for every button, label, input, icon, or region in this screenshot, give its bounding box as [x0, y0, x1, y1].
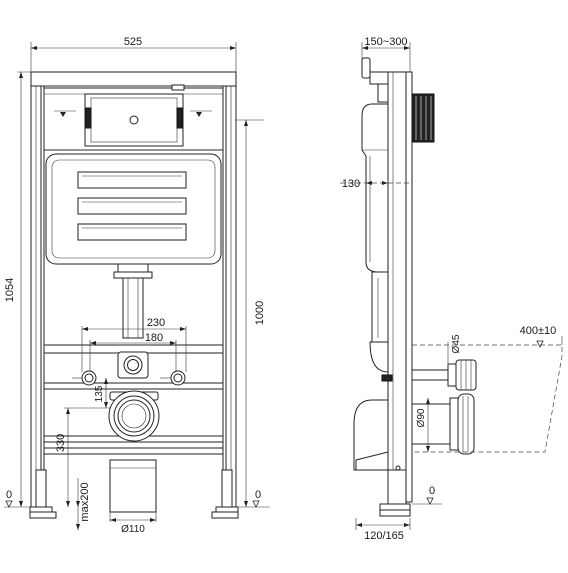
outlet-side-diameter-label: Ø90	[416, 408, 427, 427]
tank-depth-label: 130	[342, 178, 360, 190]
base-depth-dimension: 120/165	[355, 518, 411, 542]
mounting-bolts	[72, 370, 186, 386]
offset-label: 135	[94, 385, 105, 402]
outlet-connector	[108, 390, 160, 442]
adjustable-legs	[29, 469, 239, 519]
cistern-body	[45, 153, 222, 265]
flush-pipe	[113, 263, 153, 339]
front-view: 525 1054	[4, 36, 270, 535]
width-dimension: 525	[30, 36, 237, 72]
side-depth-label: 150~300	[364, 36, 407, 48]
outlet-height-dimension: 330	[55, 407, 110, 507]
side-flush-pipe	[369, 271, 389, 373]
water-inlet	[117, 351, 149, 379]
leg-adjust-label: max200	[79, 482, 91, 521]
toilet-outline: 400±10	[412, 325, 563, 453]
side-flush-actuator	[361, 57, 435, 143]
side-feet	[379, 465, 411, 517]
side-outlet	[353, 393, 475, 471]
inner-spacing-label: 180	[145, 332, 163, 344]
offset-dimension: 135	[94, 378, 108, 408]
outlet-diameter-label: Ø110	[121, 524, 145, 535]
floor-level-side: 0	[412, 485, 442, 505]
side-cistern	[361, 103, 389, 273]
wall-distance-label: 400±10	[520, 325, 557, 337]
pipe-spacing-label: 230	[147, 317, 165, 329]
side-diameters: Ø45 Ø90	[416, 334, 462, 452]
floor-level-front: 0 0	[4, 489, 270, 508]
side-floor-label: 0	[429, 485, 435, 497]
base-depth-label: 120/165	[364, 530, 404, 542]
inlet-diameter-label: Ø45	[451, 334, 462, 353]
outlet-pipe: Ø110	[109, 459, 157, 535]
floor-right-label: 0	[255, 489, 261, 501]
floor-left-label: 0	[6, 489, 12, 501]
cistern-top	[43, 84, 224, 151]
wall-board	[387, 71, 413, 505]
height-dimension: 1054	[4, 71, 35, 507]
frame-height-dimension: 1000	[236, 119, 266, 507]
pipe-spacing-dimensions: 230 180	[81, 317, 187, 372]
outlet-height-label: 330	[55, 434, 67, 452]
frame	[30, 71, 237, 508]
width-label: 525	[124, 36, 142, 48]
side-inlet	[381, 359, 477, 391]
frame-height-label: 1000	[254, 301, 266, 325]
leg-adjust-dimension: max200	[76, 478, 91, 530]
height-label: 1054	[4, 278, 16, 302]
side-view: 150~300 130	[340, 36, 563, 542]
tank-depth-dimension: 130	[340, 178, 410, 190]
